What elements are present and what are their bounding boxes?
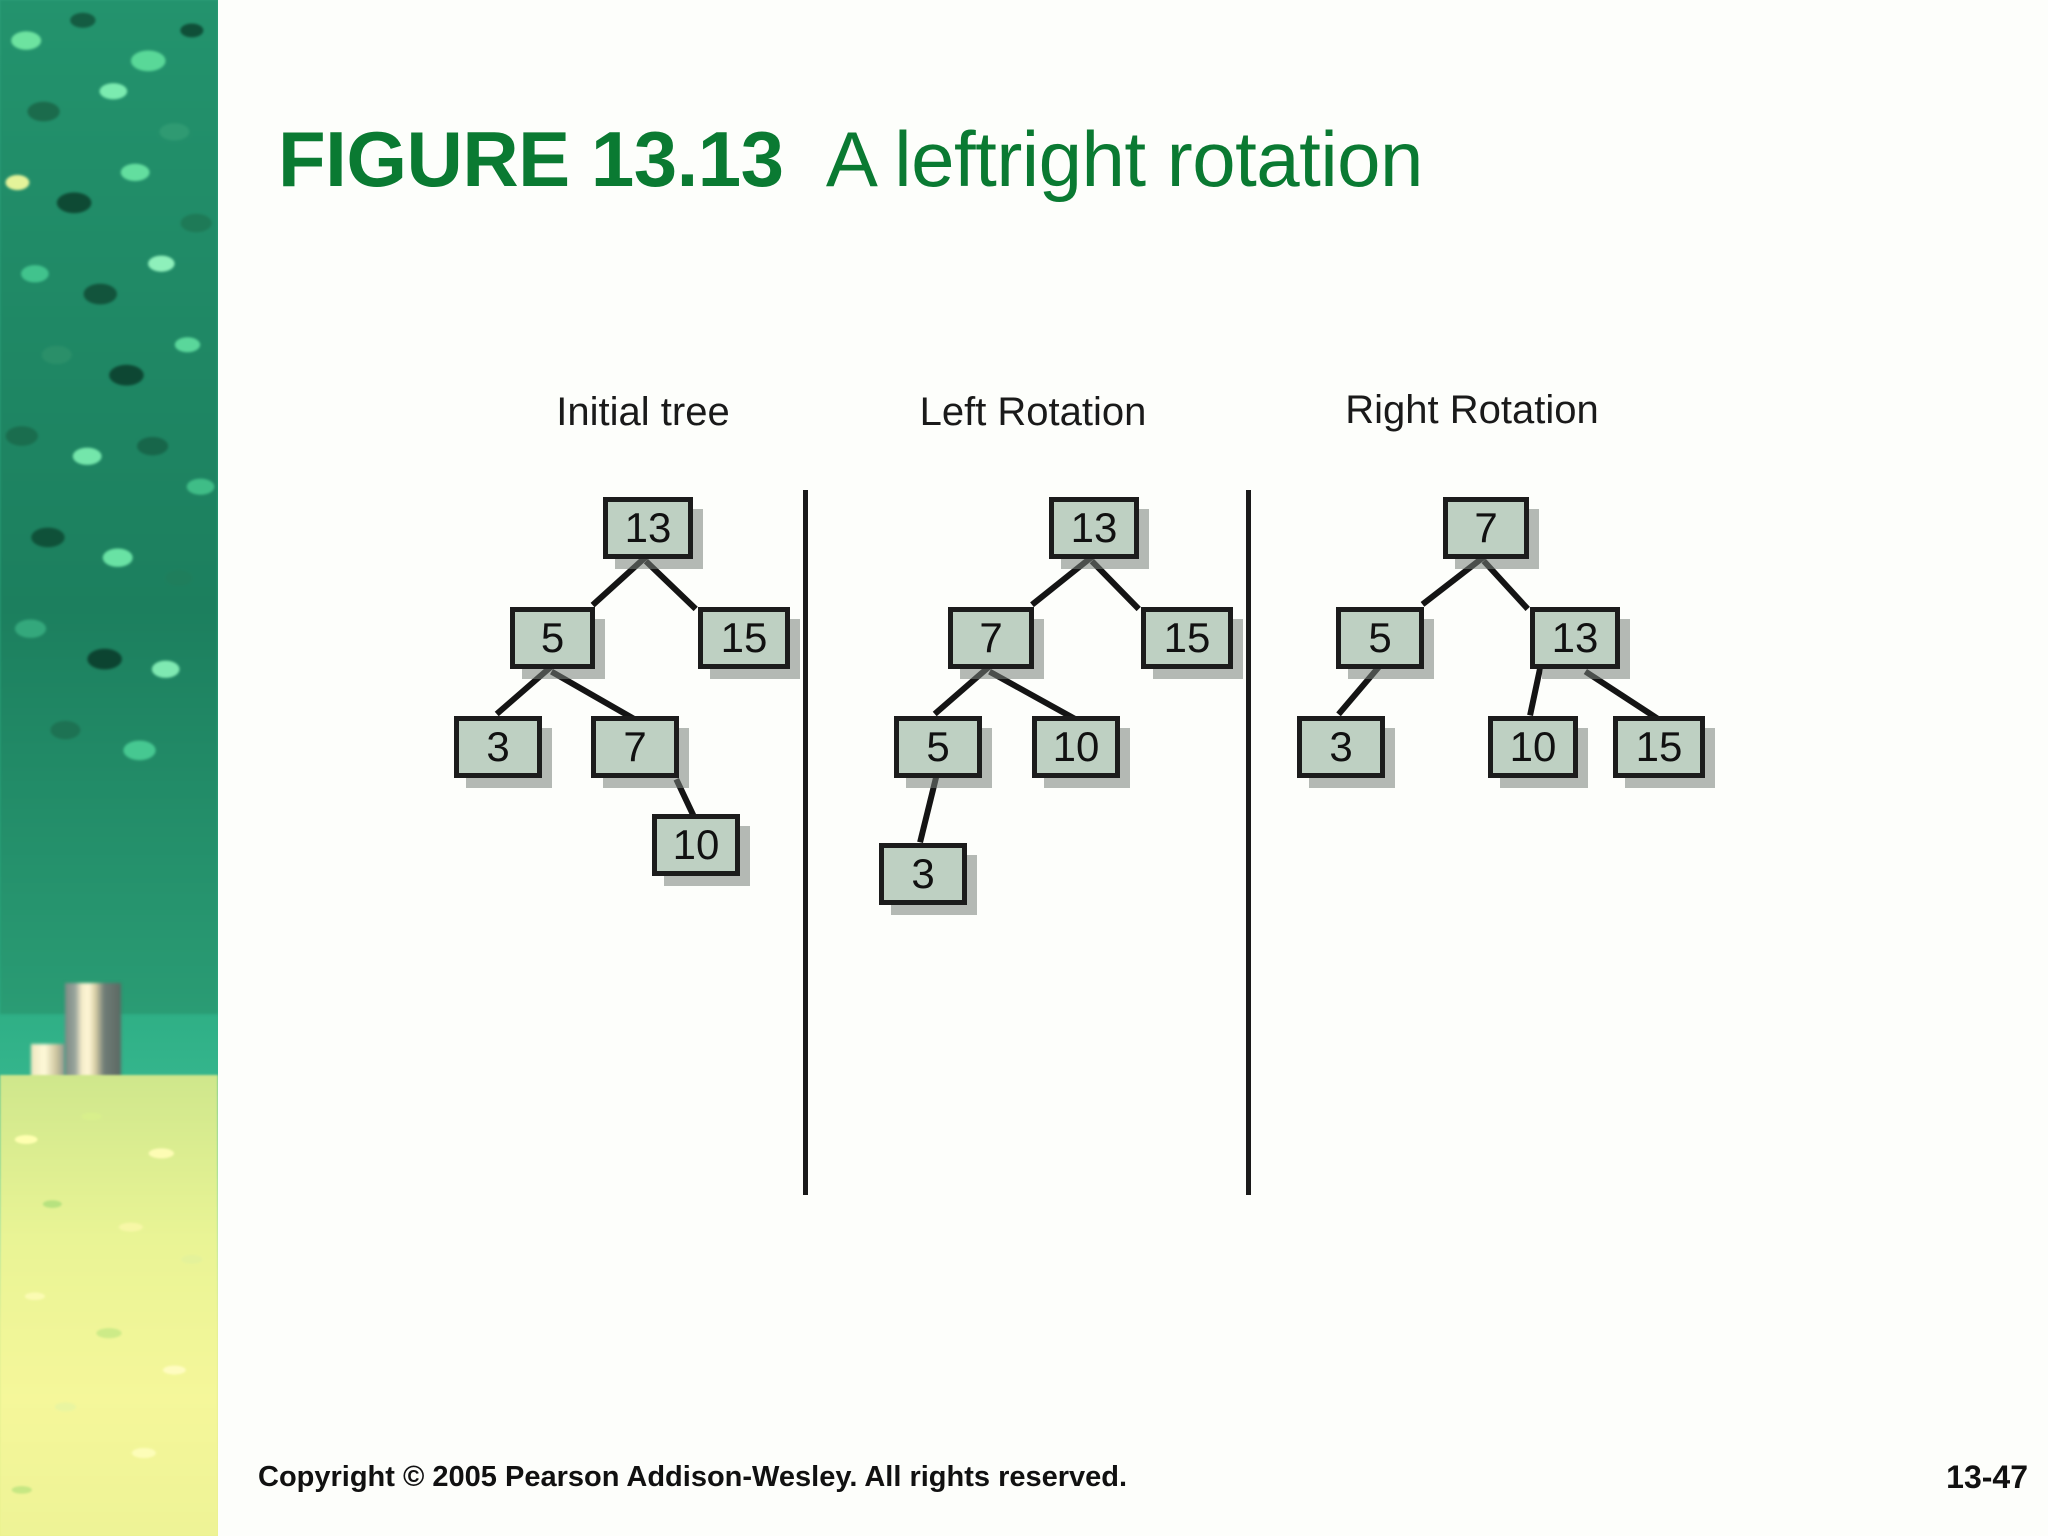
tree-node-right-rotation-15: 15	[1613, 716, 1705, 778]
page-title: FIGURE 13.13 A leftright rotation	[278, 120, 1423, 198]
tree-node-right-rotation-10: 10	[1488, 716, 1578, 778]
title-figure-number: FIGURE 13.13	[278, 115, 784, 203]
grass-layer	[0, 1075, 218, 1536]
sidebar-decorative-image	[0, 0, 218, 1536]
tree-node-left-rotation-10: 10	[1032, 716, 1120, 778]
tree-node-initial-tree-5: 5	[510, 607, 595, 669]
tree-node-label: 5	[1368, 614, 1392, 661]
footer-copyright: Copyright © 2005 Pearson Addison-Wesley.…	[258, 1461, 1128, 1493]
tree-node-label: 7	[1474, 504, 1498, 551]
divider-2	[1246, 490, 1251, 1195]
tree-node-left-rotation-5: 5	[894, 716, 982, 778]
tree-node-initial-tree-10: 10	[652, 814, 740, 876]
tree-edge-m13-to-m7	[1030, 554, 1094, 607]
tree-edge-n13-to-n5	[590, 554, 648, 607]
foliage-layer	[0, 0, 218, 1014]
tree-edge-r13-to-r10	[1527, 667, 1543, 716]
tree-node-label: 10	[672, 821, 720, 868]
tree-node-right-rotation-7: 7	[1443, 497, 1529, 559]
tree-node-initial-tree-7: 7	[591, 716, 679, 778]
figure-diagram: Initial tree 13 5 15 3 7 10 Left Rotation 13 7 15 5…	[218, 0, 2048, 1536]
tree-node-label: 15	[720, 614, 768, 661]
tree-node-left-rotation-7: 7	[948, 607, 1034, 669]
tree-node-left-rotation-3: 3	[879, 843, 967, 905]
tree-node-label: 15	[1163, 614, 1211, 661]
title-figure-subject: A leftright rotation	[825, 115, 1424, 203]
divider-1	[803, 490, 808, 1195]
tree-node-label: 10	[1509, 723, 1557, 770]
tree-node-right-rotation-13: 13	[1530, 607, 1620, 669]
tree-node-label: 10	[1052, 723, 1100, 770]
tree-node-label: 7	[979, 614, 1003, 661]
tree-node-right-rotation-3: 3	[1297, 716, 1385, 778]
tree-node-label: 3	[486, 723, 510, 770]
tree-edge-r13-to-r15	[1583, 669, 1659, 722]
tree-edge-n5-to-n3	[495, 664, 553, 716]
tree-edge-n7-to-n10	[673, 778, 696, 817]
tree-edge-n5-to-n7	[550, 669, 635, 722]
tree-node-label: 7	[623, 723, 647, 770]
tree-node-initial-tree-13: 13	[603, 497, 693, 559]
tree-edge-m5-to-m3	[917, 776, 939, 843]
tree-edge-m13-to-m15	[1089, 559, 1141, 612]
footer-page-number: 13-47	[1946, 1459, 2028, 1495]
tree-node-label: 13	[624, 504, 672, 551]
panel-title-initial-tree: Initial tree	[556, 390, 730, 434]
tree-edge-m7-to-m5	[933, 664, 991, 716]
tree-node-label: 5	[926, 723, 950, 770]
tree-edge-m7-to-m10	[988, 669, 1076, 722]
tree-node-initial-tree-15: 15	[698, 607, 790, 669]
tree-node-label: 13	[1070, 504, 1118, 551]
tree-node-right-rotation-5: 5	[1336, 607, 1424, 669]
tree-edge-r7-to-r5	[1420, 554, 1486, 607]
tree-node-initial-tree-3: 3	[454, 716, 542, 778]
panel-title-left-rotation: Left Rotation	[919, 390, 1147, 434]
tree-node-label: 13	[1551, 614, 1599, 661]
tree-node-label: 3	[911, 850, 935, 897]
tree-node-left-rotation-15: 15	[1141, 607, 1233, 669]
tree-node-label: 3	[1329, 723, 1353, 770]
panel-title-right-rotation: Right Rotation	[1345, 388, 1599, 432]
tree-node-label: 15	[1635, 723, 1683, 770]
tree-node-left-rotation-13: 13	[1049, 497, 1139, 559]
tree-node-label: 5	[540, 614, 565, 661]
tree-edge-r7-to-r13	[1481, 559, 1530, 612]
tree-edge-n13-to-n15	[643, 559, 698, 612]
tree-edge-r5-to-r3	[1336, 665, 1381, 716]
